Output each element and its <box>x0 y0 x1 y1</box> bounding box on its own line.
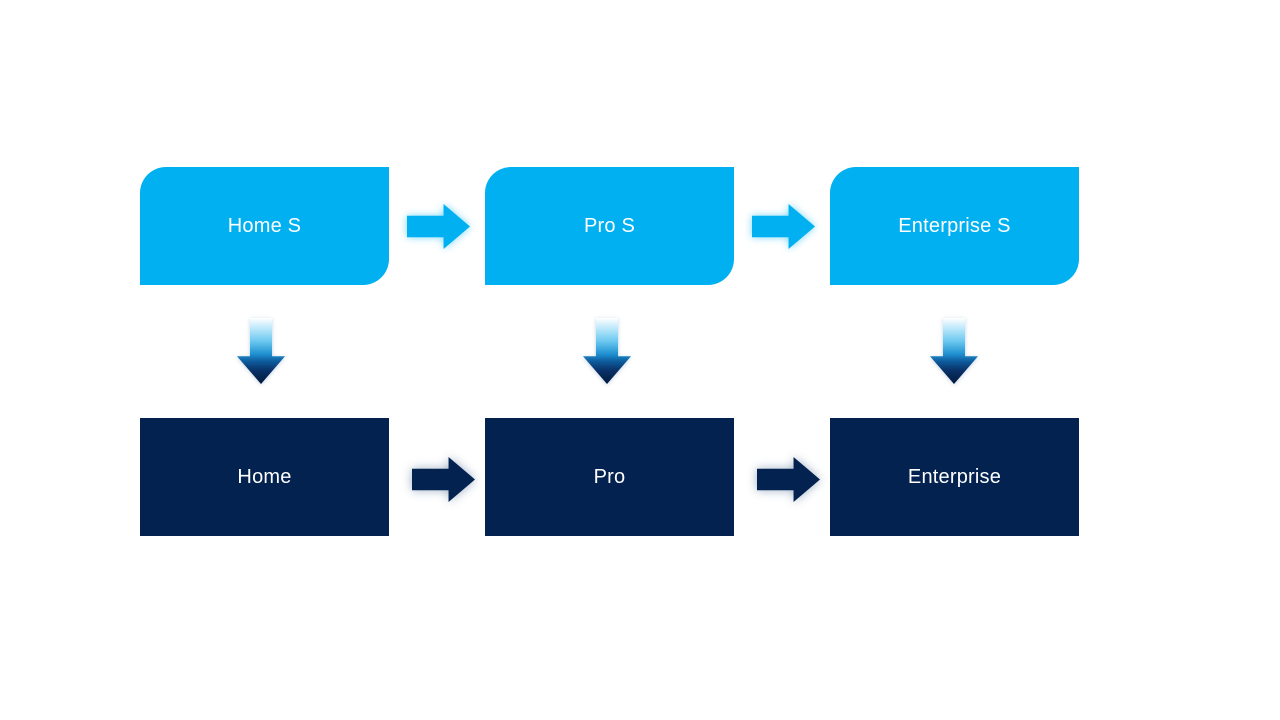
arrow-down-icon <box>237 318 285 384</box>
box-enterprise-s-label: Enterprise S <box>898 214 1011 237</box>
box-home-label: Home <box>237 465 292 488</box>
box-pro-label: Pro <box>593 465 626 488</box>
arrow-right-shape <box>407 204 470 249</box>
box-enterprise: Enterprise <box>830 418 1079 536</box>
box-home: Home <box>140 418 389 536</box>
arrow-right-shape <box>412 457 475 502</box>
arrow-right-shape <box>752 204 815 249</box>
arrow-right-icon <box>757 457 820 502</box>
arrow-right-shape <box>757 457 820 502</box>
box-enterprise-label: Enterprise <box>907 465 1002 488</box>
arrow-down-icon <box>583 318 631 384</box>
arrow-down-shape <box>930 318 978 384</box>
box-pro: Pro <box>485 418 734 536</box>
arrow-right-icon <box>412 457 475 502</box>
box-enterprise-s: Enterprise S <box>830 167 1079 285</box>
box-pro-s: Pro S <box>485 167 734 285</box>
box-pro-s-label: Pro S <box>583 214 636 237</box>
box-home-s-label: Home S <box>227 214 302 237</box>
arrow-down-shape <box>583 318 631 384</box>
arrow-down-shape <box>237 318 285 384</box>
arrow-down-icon <box>930 318 978 384</box>
arrow-right-icon <box>407 204 470 249</box>
arrow-right-icon <box>752 204 815 249</box>
box-home-s: Home S <box>140 167 389 285</box>
